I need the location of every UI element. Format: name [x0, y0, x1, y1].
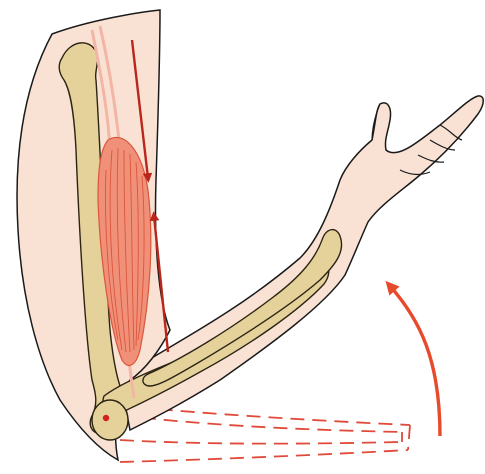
elbow-condyle: [92, 400, 128, 440]
flexion-arrow: [390, 286, 440, 436]
ghost-bone-upper: [120, 415, 402, 432]
joint-pivot-dot: [103, 415, 109, 421]
ghost-forearm-end: [408, 425, 410, 450]
ghost-forearm-bottom: [120, 450, 408, 462]
ghost-bone-lower: [120, 440, 402, 444]
elbow-joint: [92, 400, 128, 440]
